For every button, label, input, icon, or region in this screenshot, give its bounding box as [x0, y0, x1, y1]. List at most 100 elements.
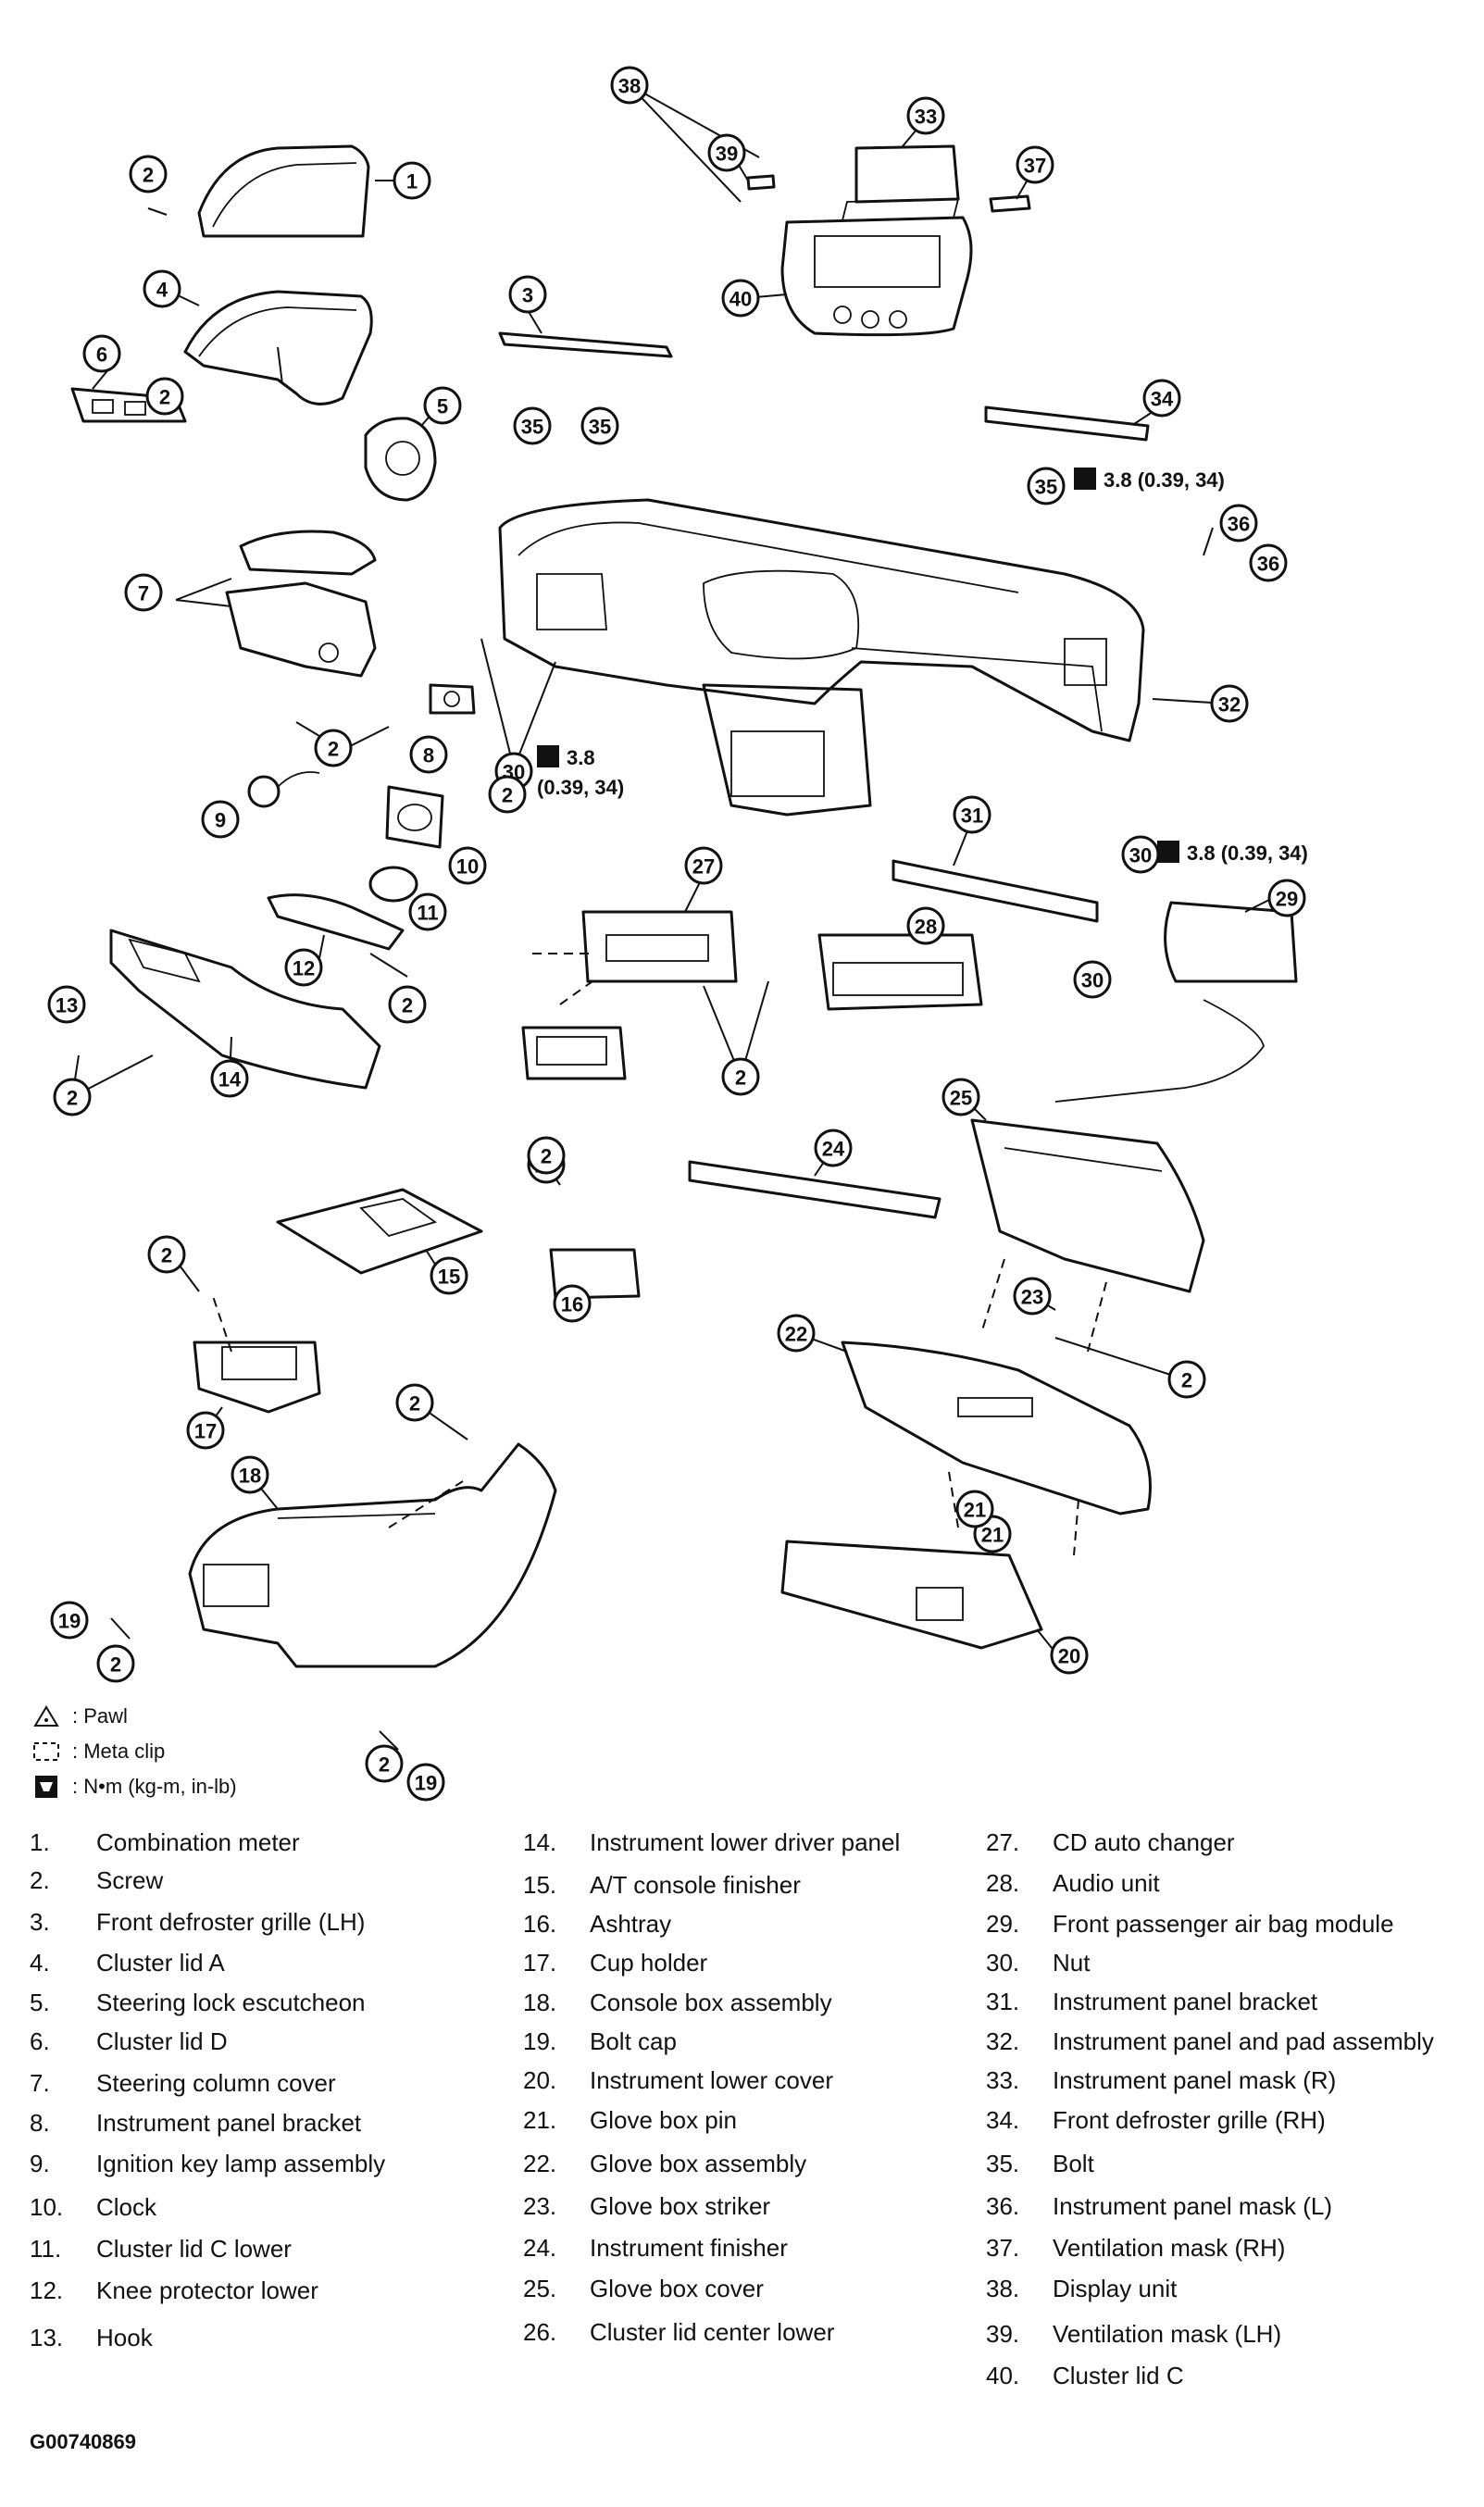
parts-list-item: 24.Instrument finisher — [523, 2234, 788, 2263]
part-name: Display unit — [1053, 2275, 1178, 2302]
callout-number: 2 — [541, 1145, 552, 1168]
torque-spec-30-right: 3.8 (0.39, 34) — [1157, 841, 1308, 865]
part-number: 13. — [30, 2324, 64, 2351]
callout-28: 28 — [906, 906, 945, 945]
callout-33: 33 — [906, 96, 945, 135]
callout-number: 14 — [218, 1068, 242, 1091]
callout-number: 7 — [138, 582, 149, 605]
part-number: 3. — [30, 1908, 50, 1936]
parts-list-item: 38.Display unit — [986, 2275, 1177, 2303]
parts-list-item: 13.Hook — [30, 2324, 153, 2352]
callout-number: 4 — [156, 279, 168, 302]
callout-bubbles: 1234567891011121314151617181920212223242… — [47, 66, 1306, 1802]
parts-list-item: 28.Audio unit — [986, 1869, 1160, 1898]
part-number: 33. — [986, 2066, 1020, 2094]
callout-number: 23 — [1021, 1286, 1043, 1309]
callout-2: 2 — [488, 775, 527, 814]
part-name: Glove box striker — [590, 2192, 771, 2220]
glove-box-assembly-shape — [841, 1341, 1152, 1515]
callout-number: 31 — [961, 804, 983, 828]
part-number: 6. — [30, 2027, 50, 2055]
combination-meter-shape — [197, 144, 370, 238]
knee-protector-lower-shape — [267, 893, 405, 951]
cd-auto-changer-shape — [581, 910, 738, 983]
part-name: Cluster lid C lower — [96, 2235, 292, 2263]
leader-lines — [71, 84, 1274, 1751]
part-name: Ashtray — [590, 1910, 672, 1938]
part-number: 23. — [523, 2192, 557, 2220]
callout-number: 40 — [730, 288, 752, 311]
part-name: Glove box cover — [590, 2275, 764, 2302]
callout-2: 2 — [721, 1057, 760, 1096]
parts-list-item: 27.CD auto changer — [986, 1828, 1235, 1857]
instrument-panel-bracket-8-shape — [429, 683, 476, 715]
parts-list-item: 14.Instrument lower driver panel — [523, 1828, 900, 1857]
ventilation-mask-lh-shape — [746, 174, 776, 191]
parts-list-item: 40.Cluster lid C — [986, 2362, 1184, 2390]
callout-24: 24 — [814, 1129, 853, 1167]
callout-number: 36 — [1228, 513, 1250, 536]
torque-label: 3.8 (0.39, 34) — [1104, 468, 1225, 492]
part-number: 36. — [986, 2192, 1020, 2220]
callout-2: 2 — [395, 1383, 434, 1422]
torque-wrench-icon — [30, 1774, 63, 1800]
callout-number: 33 — [915, 106, 937, 129]
parts-list-item: 23. Glove box striker — [523, 2192, 770, 2221]
callout-number: 25 — [950, 1087, 972, 1110]
callout-number: 11 — [417, 902, 438, 925]
part-number: 10. — [30, 2193, 64, 2221]
dashed-assembly-lines — [212, 953, 1107, 1556]
callout-number: 13 — [56, 994, 78, 1017]
parts-list-item: 3. Front defroster grille (LH) — [30, 1908, 365, 1937]
part-number: 35. — [986, 2150, 1020, 2177]
part-name: Instrument finisher — [590, 2234, 788, 2262]
ignition-key-lamp-shape — [247, 771, 320, 808]
exploded-parts-diagram: 3.8 (0.39, 34) 3.8 (0.39, 34) 3.8 (0.39,… — [47, 66, 1308, 1802]
callout-number: 35 — [1035, 476, 1057, 499]
callout-25: 25 — [942, 1078, 980, 1116]
parts-list-item: 6.Cluster lid D — [30, 2027, 228, 2056]
callout-34: 34 — [1142, 379, 1181, 418]
part-name: Front defroster grille (LH) — [96, 1908, 366, 1936]
parts-list-item: 4.Cluster lid A — [30, 1949, 225, 1977]
callout-5: 5 — [423, 386, 462, 425]
callout-2: 2 — [527, 1136, 566, 1175]
cluster-lid-a-shape — [183, 290, 373, 405]
parts-list-item: 5.Steering lock escutcheon — [30, 1989, 366, 2017]
parts-list-item: 20.Instrument lower cover — [523, 2066, 833, 2095]
part-number: 32. — [986, 2027, 1020, 2055]
callout-number: 34 — [1151, 388, 1174, 411]
torque-label-line2: (0.39, 34) — [537, 776, 624, 799]
callout-number: 2 — [110, 1653, 121, 1677]
part-name: Cluster lid A — [96, 1949, 225, 1977]
callout-number: 8 — [423, 744, 434, 767]
callout-number: 30 — [1081, 969, 1104, 992]
parts-list-item: 22.Glove box assembly — [523, 2150, 806, 2178]
part-name: Instrument panel mask (R) — [1053, 2066, 1337, 2094]
callout-3: 3 — [508, 275, 547, 314]
callout-32: 32 — [1210, 684, 1249, 723]
callout-number: 3 — [522, 284, 533, 307]
parts-list-item: 34.Front defroster grille (RH) — [986, 2106, 1326, 2135]
callout-number: 17 — [194, 1420, 217, 1443]
figure-id: G00740869 — [30, 2430, 136, 2453]
callout-number: 2 — [735, 1066, 746, 1090]
part-number: 9. — [30, 2150, 50, 2177]
callout-number: 6 — [96, 343, 107, 367]
callout-number: 5 — [437, 395, 448, 418]
callout-number: 2 — [159, 386, 170, 409]
parts-list-item: 18.Console box assembly — [523, 1989, 832, 2017]
display-unit-shape — [841, 144, 960, 221]
callout-number: 24 — [822, 1138, 845, 1161]
instrument-lower-cover-shape — [780, 1540, 1043, 1650]
callout-2: 2 — [129, 155, 168, 193]
part-number: 29. — [986, 1910, 1020, 1938]
part-name: Instrument panel mask (L) — [1053, 2192, 1333, 2220]
steering-lock-escutcheon-shape — [364, 417, 437, 502]
callout-11: 11 — [408, 892, 447, 931]
callout-35: 35 — [580, 406, 619, 445]
torque-label: 3.8 (0.39, 34) — [1187, 842, 1308, 865]
callout-36: 36 — [1249, 543, 1288, 582]
parts-list-item: 30.Nut — [986, 1949, 1090, 1977]
callout-number: 39 — [716, 143, 738, 166]
